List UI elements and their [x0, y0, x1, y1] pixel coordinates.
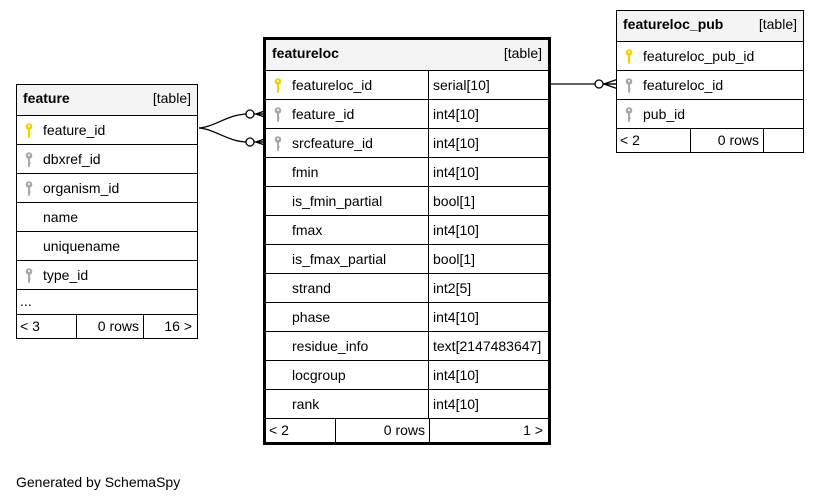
column-row-feature-id[interactable]: feature_id — [17, 115, 197, 144]
column-name: locgroup — [292, 367, 346, 383]
column-name: featureloc_id — [643, 77, 724, 93]
column-row-featureloc-id[interactable]: featureloc_id — [617, 70, 803, 99]
table-featureloc-pub[interactable]: featureloc_pub [table] featureloc_pub_id… — [616, 10, 804, 153]
table-footer: < 2 0 rows — [617, 128, 803, 152]
column-row-dbxref-id[interactable]: dbxref_id — [17, 144, 197, 173]
column-name: fmax — [292, 222, 323, 238]
column-row-locgroup[interactable]: locgroup int4[10] — [266, 360, 548, 389]
column-row-name[interactable]: name — [17, 202, 197, 231]
children-count: 16 > — [143, 315, 197, 338]
column-name: featureloc_pub_id — [643, 48, 755, 64]
column-type: bool[1] — [428, 187, 548, 215]
column-type: int4[10] — [428, 129, 548, 157]
table-footer: < 3 0 rows 16 > — [17, 314, 197, 338]
optional-circle-srcfeature-id — [245, 137, 255, 147]
column-type: int4[10] — [428, 100, 548, 128]
column-row-pub-id[interactable]: pub_id — [617, 99, 803, 128]
table-header: feature [table] — [17, 85, 197, 115]
column-name: is_fmax_partial — [292, 251, 387, 267]
table-type-tag: [table] — [152, 90, 191, 106]
children-count — [763, 129, 803, 152]
column-type: int4[10] — [428, 361, 548, 389]
column-row-srcfeature-id[interactable]: srcfeature_id int4[10] — [266, 128, 548, 157]
table-name: featureloc — [272, 45, 339, 61]
column-name: rank — [292, 396, 320, 412]
column-name: phase — [292, 309, 331, 325]
column-type: int2[5] — [428, 274, 548, 302]
column-type: int4[10] — [428, 216, 548, 244]
column-row-residue-info[interactable]: residue_info text[2147483647] — [266, 331, 548, 360]
column-row-is-fmax-partial[interactable]: is_fmax_partial bool[1] — [266, 244, 548, 273]
foreign-key-icon — [23, 267, 35, 285]
parents-count: < 2 — [620, 132, 640, 148]
primary-key-icon — [623, 48, 635, 66]
row-count: 0 rows — [690, 129, 763, 152]
row-count: 0 rows — [335, 419, 429, 442]
table-header: featureloc [table] — [266, 40, 548, 70]
row-count: 0 rows — [76, 315, 143, 338]
parents-count: < 3 — [20, 318, 40, 334]
column-row-fmax[interactable]: fmax int4[10] — [266, 215, 548, 244]
table-footer: < 2 0 rows 1 > — [266, 418, 548, 442]
column-row-fmin[interactable]: fmin int4[10] — [266, 157, 548, 186]
column-row-featureloc-id[interactable]: featureloc_id serial[10] — [266, 70, 548, 99]
table-name: featureloc_pub — [623, 16, 724, 32]
foreign-key-icon — [272, 135, 284, 153]
table-featureloc[interactable]: featureloc [table] featureloc_id serial[1… — [263, 37, 551, 445]
column-row-is-fmin-partial[interactable]: is_fmin_partial bool[1] — [266, 186, 548, 215]
column-row-strand[interactable]: strand int2[5] — [266, 273, 548, 302]
column-type: int4[10] — [428, 390, 548, 418]
column-name: uniquename — [43, 238, 121, 254]
column-type: int4[10] — [428, 303, 548, 331]
generated-by-text: Generated by SchemaSpy — [16, 474, 181, 490]
primary-key-icon — [23, 122, 35, 140]
column-row-rank[interactable]: rank int4[10] — [266, 389, 548, 418]
optional-circle-feature-id — [245, 109, 255, 119]
column-type: bool[1] — [428, 245, 548, 273]
more-columns-indicator: ... — [17, 289, 197, 314]
column-row-feature-id[interactable]: feature_id int4[10] — [266, 99, 548, 128]
column-name: feature_id — [292, 106, 355, 122]
parents-count: < 2 — [269, 422, 289, 438]
primary-key-icon — [272, 77, 284, 95]
column-row-type-id[interactable]: type_id — [17, 260, 197, 289]
column-row-organism-id[interactable]: organism_id — [17, 173, 197, 202]
foreign-key-icon — [623, 106, 635, 124]
column-name: organism_id — [43, 180, 120, 196]
column-name: featureloc_id — [292, 77, 373, 93]
column-type: serial[10] — [428, 71, 548, 99]
column-row-phase[interactable]: phase int4[10] — [266, 302, 548, 331]
optional-circle-featureloc-pub — [594, 79, 604, 89]
foreign-key-icon — [23, 151, 35, 169]
column-name: pub_id — [643, 106, 686, 122]
foreign-key-icon — [23, 180, 35, 198]
column-name: strand — [292, 280, 331, 296]
column-name: feature_id — [43, 122, 106, 138]
column-name: dbxref_id — [43, 151, 101, 167]
ellipsis-text: ... — [20, 293, 32, 309]
foreign-key-icon — [623, 77, 635, 95]
column-name: type_id — [43, 267, 89, 283]
column-name: is_fmin_partial — [292, 193, 383, 209]
foreign-key-icon — [272, 106, 284, 124]
column-type: int4[10] — [428, 158, 548, 186]
column-row-uniquename[interactable]: uniquename — [17, 231, 197, 260]
table-name: feature — [23, 90, 70, 106]
table-type-tag: [table] — [503, 45, 542, 61]
column-name: residue_info — [292, 338, 369, 354]
children-count: 1 > — [429, 419, 548, 442]
table-type-tag: [table] — [758, 16, 797, 32]
column-name: name — [43, 209, 79, 225]
table-header: featureloc_pub [table] — [617, 11, 803, 41]
column-type: text[2147483647] — [428, 332, 548, 360]
column-row-featureloc-pub-id[interactable]: featureloc_pub_id — [617, 41, 803, 70]
column-name: srcfeature_id — [292, 135, 373, 151]
column-name: fmin — [292, 164, 319, 180]
